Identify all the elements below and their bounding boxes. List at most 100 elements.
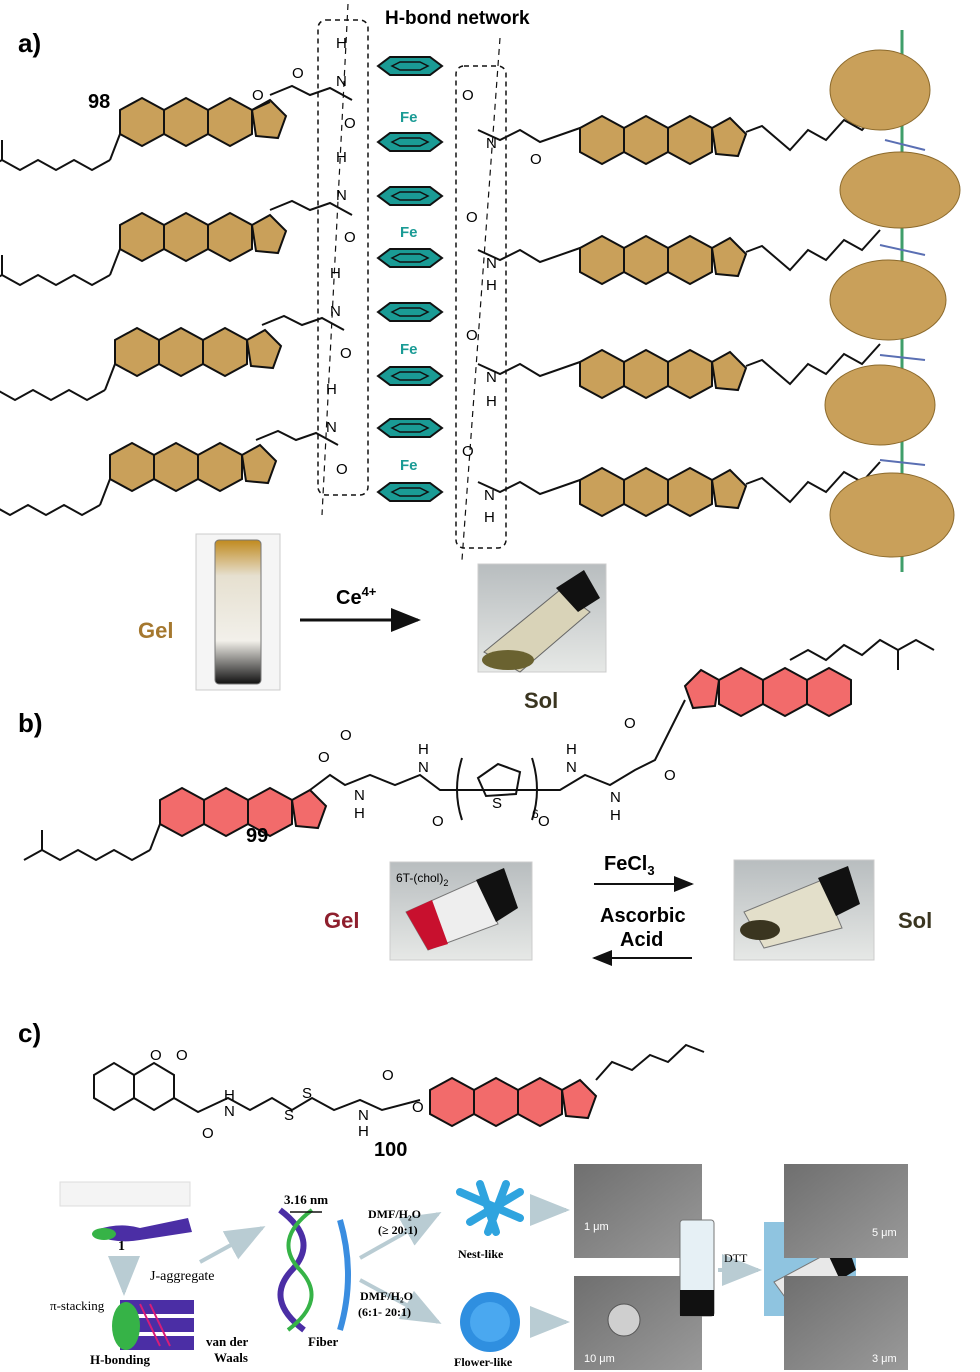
cond-high-2: (≥ 20:1) xyxy=(378,1223,418,1237)
iron-labels: Fe Fe Fe Fe xyxy=(400,109,418,474)
atom-n: N xyxy=(330,303,341,320)
atom-o: O xyxy=(340,345,352,362)
atom-n: N xyxy=(566,759,577,776)
cond-low-1: DMF/H₂O xyxy=(360,1289,413,1303)
scale-3um: 3 μm xyxy=(872,1353,897,1365)
atom-o: O xyxy=(462,87,474,104)
scale-5um: 5 μm xyxy=(872,1227,897,1239)
gel-vial-photo-b xyxy=(389,861,533,961)
atom-o: O xyxy=(292,65,304,82)
nest-like-label: Nest-like xyxy=(458,1247,504,1261)
pi-stacking-label: π-stacking xyxy=(50,1298,105,1313)
j-aggregate-label: J-aggregate xyxy=(150,1269,215,1284)
vdw-label-1: van der xyxy=(206,1334,248,1349)
atom-o: O xyxy=(530,151,542,168)
atom-h: H xyxy=(224,1087,235,1104)
atom-h: H xyxy=(484,509,495,526)
h-bonding-label: H-bonding xyxy=(90,1352,150,1367)
atom-o: O xyxy=(202,1125,214,1142)
atom-h: H xyxy=(358,1123,369,1140)
left-atom-labels: O O H N O H N O H N O H N O xyxy=(252,35,356,478)
atom-o: O xyxy=(538,813,550,830)
cond-low-2: (6:1- 20:1) xyxy=(358,1305,411,1319)
compound-98-label: 98 xyxy=(88,91,110,113)
dtt-label: DTT xyxy=(724,1251,748,1265)
atom-h: H xyxy=(336,149,347,166)
molecule-98-left-stack xyxy=(0,84,353,516)
atom-h: H xyxy=(326,381,337,398)
atom-o: O xyxy=(624,715,636,732)
molecule-98-right-stack xyxy=(477,109,881,517)
atom-o: O xyxy=(150,1047,162,1064)
self-assembly-schematic xyxy=(59,1164,908,1370)
atom-o: O xyxy=(252,87,264,104)
fe-label: Fe xyxy=(400,457,418,474)
atom-o: O xyxy=(340,727,352,744)
atom-o: O xyxy=(466,209,478,226)
atom-n: N xyxy=(486,369,497,386)
atom-n: N xyxy=(224,1103,235,1120)
atom-h: H xyxy=(486,277,497,294)
ce-reagent: Ce4+ xyxy=(336,584,377,609)
fe-label: Fe xyxy=(400,224,418,241)
flower-like-label: Flower-like xyxy=(454,1355,513,1369)
molecule-100-atoms: O O O H N S S N H O O xyxy=(150,1047,424,1142)
atom-o: O xyxy=(664,767,676,784)
atom-h: H xyxy=(336,35,347,52)
sol-vial-photo-a xyxy=(477,563,607,673)
cond-high-1: DMF/H₂O xyxy=(368,1207,421,1221)
molecule-99 xyxy=(23,638,935,861)
atom-o: O xyxy=(344,229,356,246)
panel-a-label: a) xyxy=(18,28,41,58)
atom-o: O xyxy=(336,461,348,478)
gel-label-a: Gel xyxy=(138,618,173,643)
sulfur-1: S xyxy=(284,1107,294,1124)
atom-h: H xyxy=(566,741,577,758)
hbond-axis-left xyxy=(321,3,349,516)
gel-vial-photo-a xyxy=(195,533,281,691)
atom-o: O xyxy=(344,115,356,132)
hbond-axis-right xyxy=(461,37,501,561)
atom-o: O xyxy=(176,1047,188,1064)
fecl3-reagent: FeCl3 xyxy=(604,853,655,878)
sem-scale-bars: 1 μm 10 μm 5 μm 3 μm xyxy=(584,1221,897,1365)
atom-n: N xyxy=(358,1107,369,1124)
atom-n: N xyxy=(610,789,621,806)
repeat-count: 6 xyxy=(532,807,539,821)
panel-b-label: b) xyxy=(18,708,43,738)
atom-n: N xyxy=(336,187,347,204)
molecule-99-atoms: O O N H N H O S O N H N H O O xyxy=(318,715,676,830)
atom-h: H xyxy=(418,741,429,758)
vdw-label-2: Waals xyxy=(214,1350,248,1365)
sulfur-2: S xyxy=(302,1085,312,1102)
atom-o: O xyxy=(412,1099,424,1116)
atom-n: N xyxy=(336,73,347,90)
gel-label-b: Gel xyxy=(324,908,359,933)
atom-h: H xyxy=(354,805,365,822)
fiber-label: Fiber xyxy=(308,1334,339,1349)
atom-n: N xyxy=(486,255,497,272)
thiophene-s: S xyxy=(492,795,502,812)
atom-h: H xyxy=(330,265,341,282)
photo-caption: 6T-(chol)2 xyxy=(396,871,448,888)
atom-n: N xyxy=(418,759,429,776)
atom-n: N xyxy=(486,135,497,152)
atom-h: H xyxy=(610,807,621,824)
atom-o: O xyxy=(318,749,330,766)
atom-o: O xyxy=(466,327,478,344)
hbond-box-left xyxy=(317,19,369,496)
fe-label: Fe xyxy=(400,109,418,126)
compound-100-label: 100 xyxy=(374,1139,407,1161)
scale-1um: 1 μm xyxy=(584,1221,609,1233)
sol-label-b: Sol xyxy=(898,908,932,933)
schematic-index: 1 xyxy=(118,1239,125,1254)
acid-label: Acid xyxy=(620,929,663,951)
atom-h: H xyxy=(486,393,497,410)
ascorbic-label: Ascorbic xyxy=(600,905,686,927)
panel-c-label: c) xyxy=(18,1018,41,1048)
atom-o: O xyxy=(382,1067,394,1084)
atom-o: O xyxy=(462,443,474,460)
double-helix-model xyxy=(824,30,961,572)
molecule-100 xyxy=(93,1043,705,1127)
